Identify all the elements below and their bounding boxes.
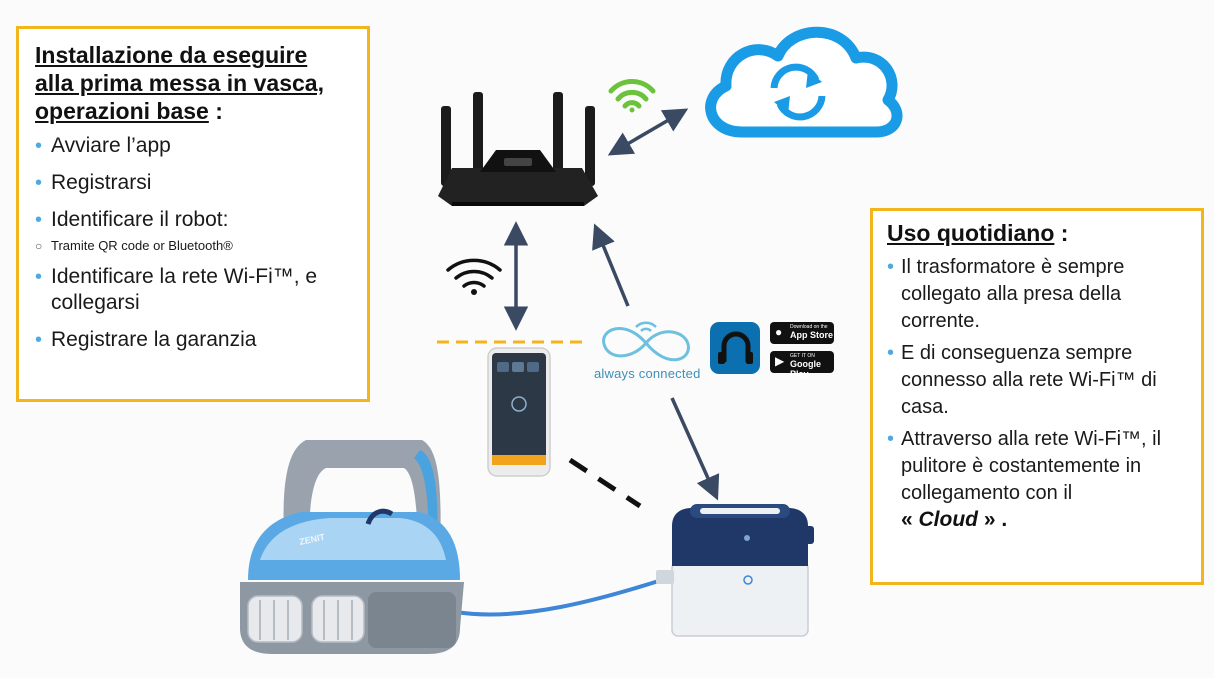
app-store-big-text: App Store [790,330,834,340]
setup-steps-list: • Avviare l’app • Registrarsi • Identificare … [35,133,367,353]
daily-use-item-text: Attraverso alla rete Wi-Fi™, il pulitore… [901,428,1162,504]
daily-use-item-text: E di conseguenza sempre connesso alla re… [901,342,1157,418]
bullet-icon: ○ [35,239,43,253]
setup-instructions-box: Installazione da eseguire alla prima mes… [16,26,370,402]
daily-use-item: • Il trasformatore è sempre collegato all… [887,254,1191,335]
daily-use-title: Uso quotidiano [887,220,1055,246]
setup-title-colon: : [208,98,223,124]
daily-use-list: • Il trasformatore è sempre collegato all… [887,254,1191,507]
setup-sub-step: ○ Tramite QR code or Bluetooth® [35,238,367,254]
app-store-badge[interactable]: ● Download on the App Store [770,322,834,344]
setup-step-text: Identificare la rete Wi-Fi™, e collegars… [51,265,318,314]
cloud-word: Cloud [918,508,978,531]
cloud-line: « Cloud » . [887,508,1191,532]
setup-step: • Identificare la rete Wi-Fi™, e collegar… [35,264,367,316]
power-supply-icon [656,504,814,637]
router-icon [438,92,598,206]
setup-title: Installazione da eseguire alla prima mes… [35,41,367,125]
daily-use-item-text: Il trasformatore è sempre collegato alla… [901,256,1125,332]
setup-title-line-1: Installazione da eseguire [35,42,308,68]
bullet-icon: • [35,135,43,157]
setup-title-line-3: operazioni base [35,98,209,124]
apple-icon: ● [775,325,783,339]
always-connected-label: always connected [594,366,701,381]
cloud-quote-open: « [901,508,919,531]
setup-step: • Avviare l’app [35,133,367,159]
daily-use-box: Uso quotidiano : • Il trasformatore è sem… [870,208,1204,585]
bullet-icon: • [35,329,43,351]
setup-title-line-2: alla prima messa in vasca, [35,70,324,96]
connection-arrows [503,108,720,501]
always-connected-logo [602,321,690,362]
daily-use-item: • E di conseguenza sempre connesso alla r… [887,340,1191,421]
setup-step: • Registrare la garanzia [35,327,367,353]
bullet-icon: • [887,256,895,278]
bluetooth-link [568,457,642,509]
cloud-quote-close: » . [978,508,1008,531]
daily-use-item: • Attraverso alla rete Wi-Fi™, il pulitor… [887,426,1191,507]
bullet-icon: • [35,209,43,231]
google-play-small-text: GET IT ON [790,353,815,359]
setup-step: • Identificare il robot: [35,207,367,233]
play-icon: ▶ [775,354,785,368]
power-cable [455,576,669,617]
bullet-icon: • [887,342,895,364]
app-icon [710,322,760,374]
robot-icon [240,440,464,654]
phone-icon [487,347,551,477]
setup-step-text: Avviare l’app [51,134,171,157]
google-play-badge[interactable]: ▶ GET IT ON Google Play [770,351,834,379]
wifi-icon [446,258,502,295]
google-play-big-text: Google Play [790,359,821,379]
bullet-icon: • [35,266,43,288]
setup-step: • Registrarsi [35,170,367,196]
setup-step-text: Identificare il robot: [51,208,229,231]
wifi-green-icon [608,79,656,113]
bullet-icon: • [35,172,43,194]
daily-use-title-colon: : [1054,220,1069,246]
bullet-icon: • [887,428,895,450]
cloud-sync-icon [705,26,903,138]
setup-step-text: Registrare la garanzia [51,328,257,351]
app-store-small-text: Download on the [790,324,828,330]
setup-step-text: Tramite QR code or Bluetooth® [51,238,233,253]
setup-step-text: Registrarsi [51,171,152,194]
